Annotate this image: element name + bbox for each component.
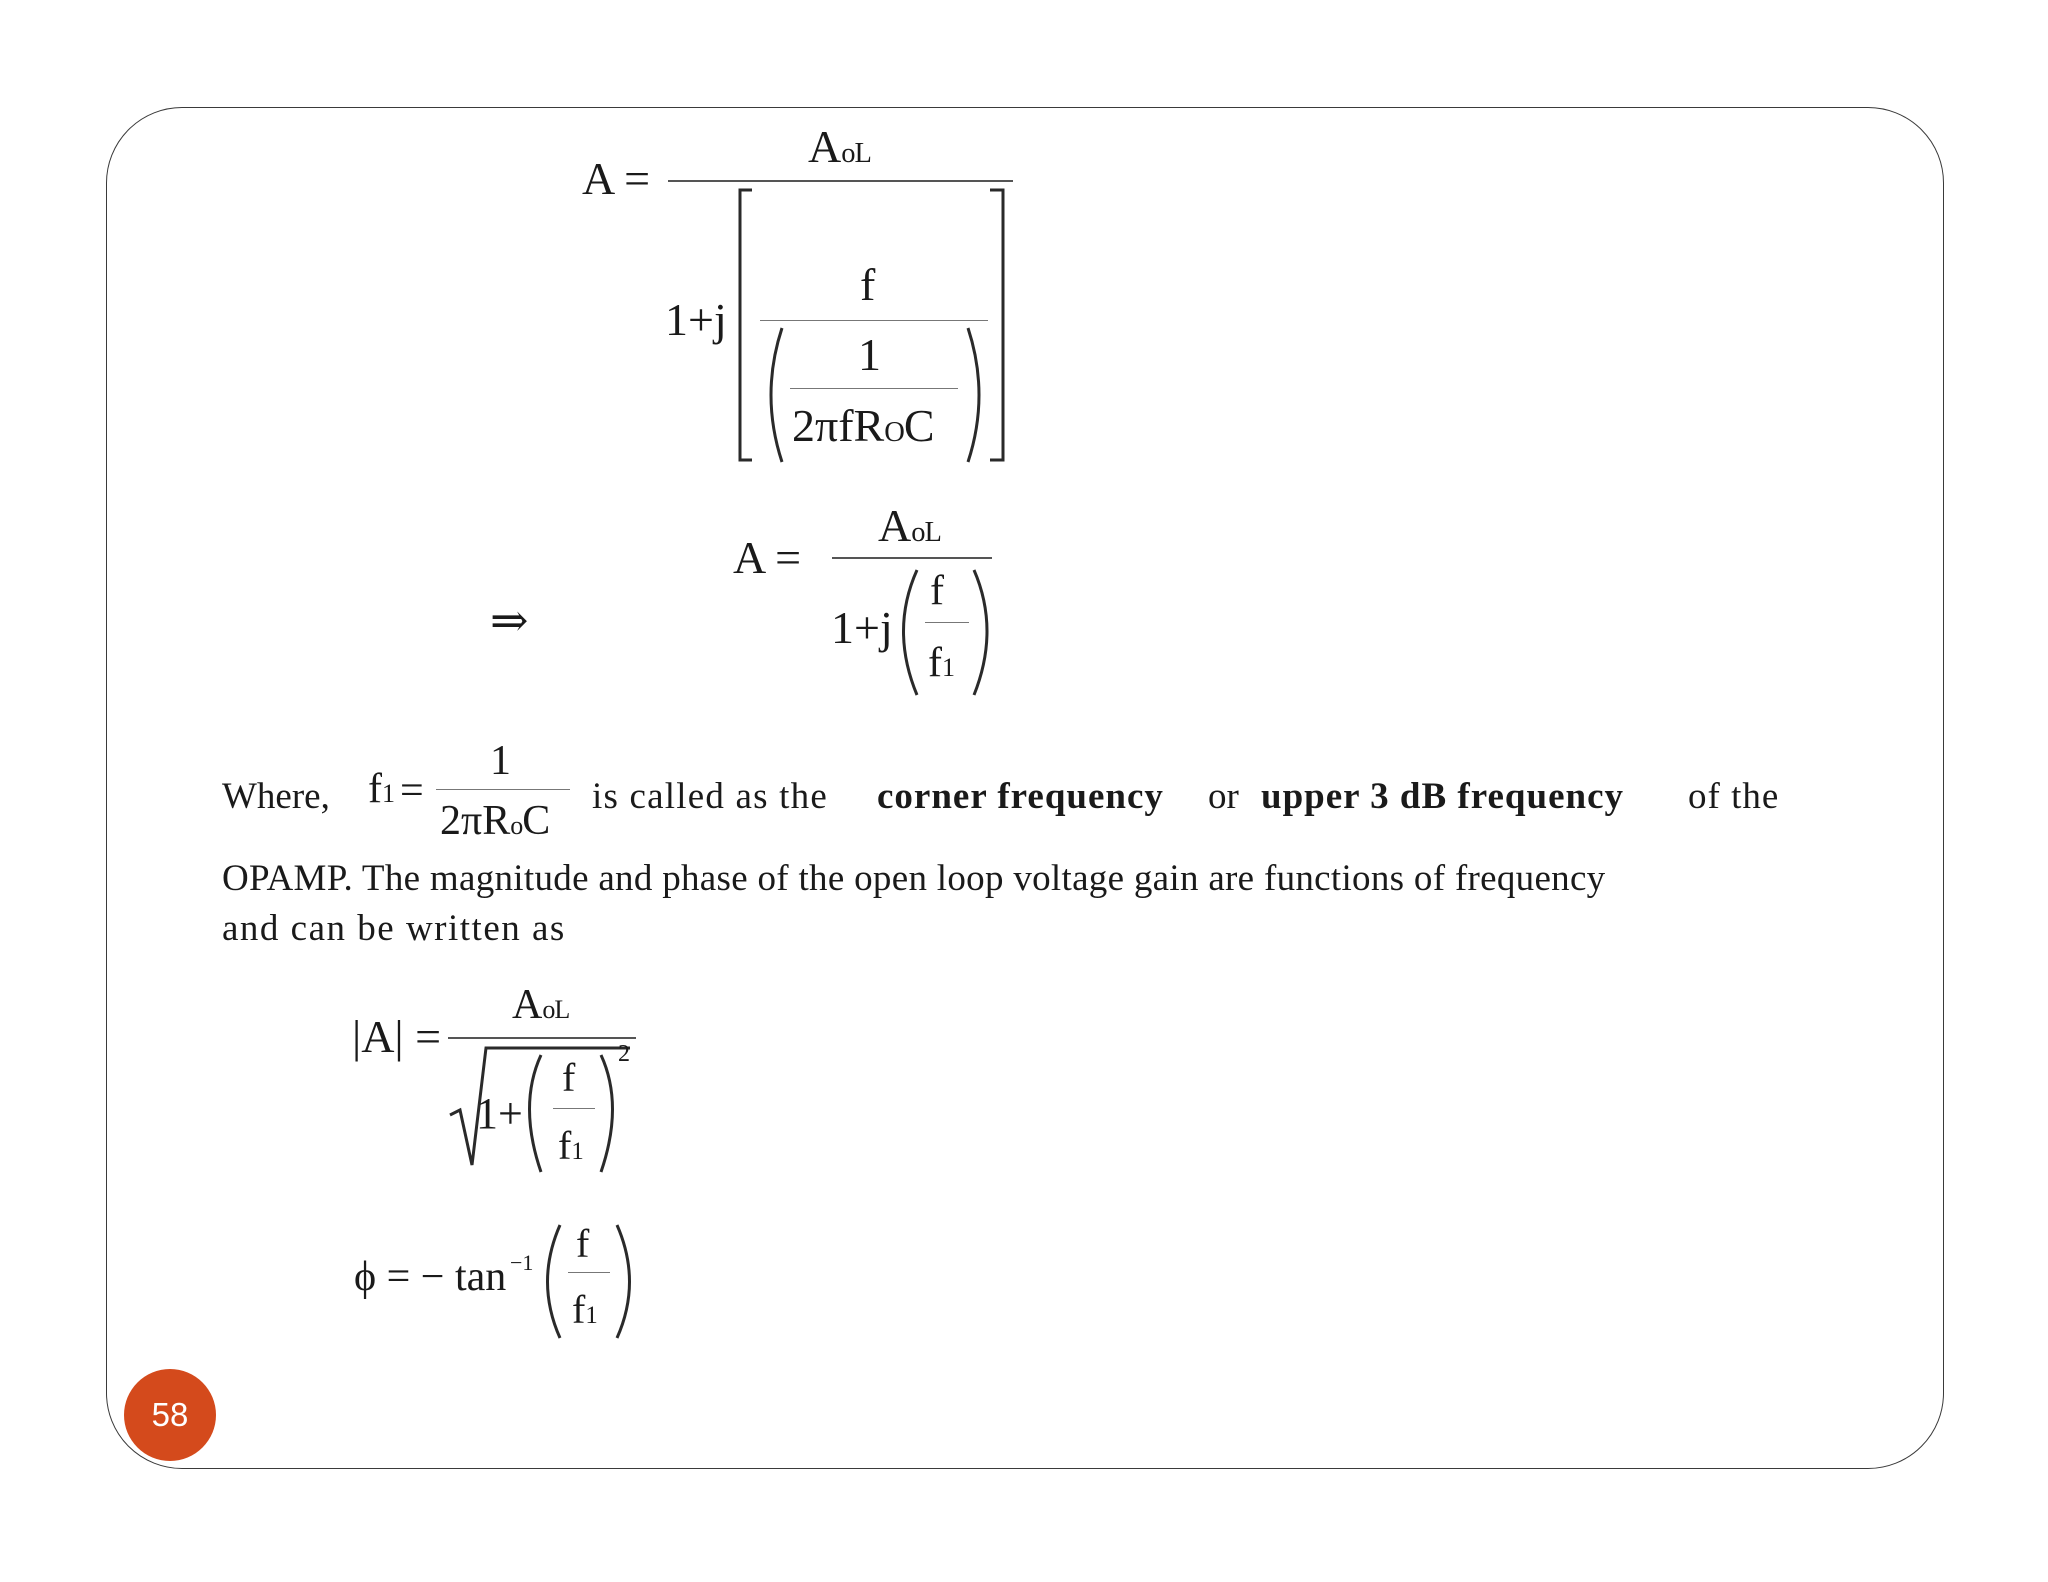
para2-line1: OPAMP. The magnitude and phase of the op… [222,858,1606,899]
eq4-exponent: −1 [510,1250,534,1275]
bold-corner-frequency: corner frequency [877,776,1164,817]
eq1-numerator: AoL [808,121,872,172]
eq4-frac-numerator: f [576,1221,590,1266]
eq3-rad-prefix: 1+ [476,1089,523,1138]
eq3-exponent: 2 [618,1041,630,1067]
eq2-fraction-bar [832,557,992,559]
eq2-frac-denominator: f1 [928,640,955,686]
eq3-inner-fraction-bar [553,1108,595,1109]
slide-frame [106,107,1944,1469]
eq2-numerator: AoL [878,500,942,551]
eq1-inner-fraction-bar [760,320,988,321]
f1-denominator: 2πRoC [440,798,551,844]
bold-upper-3db-frequency: upper 3 dB frequency [1261,776,1624,817]
eq4-inner-fraction-bar [568,1272,610,1273]
eq3-lhs: |A| = [352,1011,442,1062]
eq3-fraction-bar [448,1037,636,1039]
eq1-fraction-bar [668,180,1013,182]
page-number-badge: 58 [124,1369,216,1461]
eq2-den-prefix: 1+j [831,602,893,653]
para1-text-ofthe: of the [1688,776,1780,817]
eq2-lhs: A = [733,532,802,583]
para2-line2: and can be written as [222,908,566,949]
eq3-numerator: AoL [512,982,570,1028]
f1-fraction-bar [436,789,570,790]
para1-text-a: is called as the [592,776,828,817]
eq4-lhs: ϕ = − tan [354,1254,507,1300]
para1-text-or: or [1208,776,1239,817]
eq1-inner-one-bar [790,388,958,389]
implies-arrow: ⇒ [490,595,529,646]
eq2-inner-fraction-bar [925,622,969,623]
eq1-inner-one: 1 [858,329,881,380]
eq4-frac-denominator: f1 [572,1287,598,1332]
f1-symbol: f1 [368,766,395,812]
where-label: Where, [222,776,330,817]
eq3-frac-denominator: f1 [558,1123,584,1168]
eq1-den-prefix: 1+j [665,294,727,345]
f1-numerator: 1 [490,738,511,784]
eq1-lhs: A = [582,153,651,204]
eq1-inner-numerator: f [860,259,876,310]
eq3-frac-numerator: f [562,1055,576,1100]
f1-equals: = [400,768,424,814]
eq2-frac-numerator: f [930,568,944,614]
eq1-inner-denominator: 2πfROC [792,400,935,451]
